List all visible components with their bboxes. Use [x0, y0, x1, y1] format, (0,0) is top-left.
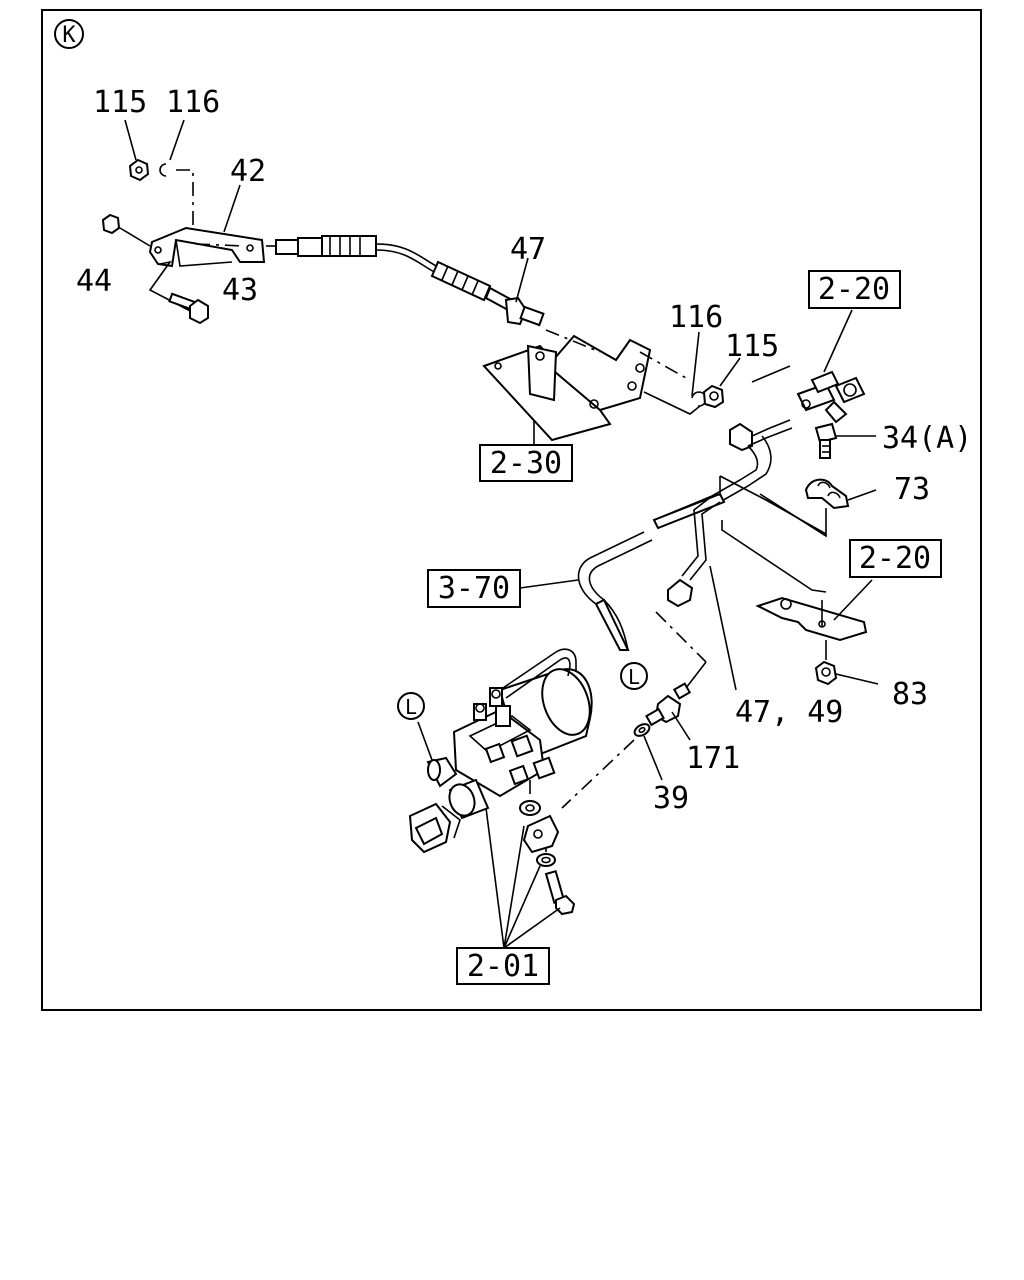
connector-l-left-letter: L — [405, 695, 417, 719]
bracket-group — [101, 119, 266, 325]
callout-116-right: 116 — [669, 300, 723, 335]
ref-2-30: 2-30 — [490, 446, 562, 481]
clip-73 — [759, 478, 877, 538]
mount-bracket — [482, 329, 701, 452]
callout-73: 73 — [894, 472, 930, 507]
callout-47-49: 47, 49 — [735, 695, 843, 730]
ref-2-20-upper: 2-20 — [818, 272, 890, 307]
callout-115-right: 115 — [725, 329, 779, 364]
ref-box-2-01: 2-01 — [456, 947, 550, 985]
ref-2-01: 2-01 — [467, 949, 539, 984]
bolt-34a — [814, 422, 876, 459]
ref-2-20-lower: 2-20 — [859, 541, 931, 576]
ref-box-2-30: 2-30 — [479, 444, 573, 482]
cable-assembly — [266, 235, 545, 327]
bracket-plate — [755, 579, 879, 686]
callout-171: 171 — [686, 741, 740, 776]
callout-116-left: 116 — [166, 85, 220, 120]
callout-47: 47 — [510, 232, 546, 267]
valve-assembly — [408, 648, 593, 949]
connector-l-top-letter: L — [628, 665, 640, 689]
callout-39: 39 — [653, 781, 689, 816]
callout-44: 44 — [76, 264, 112, 299]
section-mark: K — [54, 19, 84, 49]
ref-box-3-70: 3-70 — [427, 569, 521, 608]
callout-43: 43 — [222, 273, 258, 308]
callout-115-left: 115 — [93, 85, 147, 120]
connector-l-top: L — [620, 662, 648, 690]
ref-box-2-20-upper: 2-20 — [808, 270, 901, 309]
fitting-171 — [561, 682, 692, 809]
diagram-frame — [41, 9, 982, 1011]
brake-pipes — [577, 419, 827, 691]
ref-3-70: 3-70 — [438, 571, 510, 606]
connector-l-left: L — [397, 692, 425, 720]
clip-nut-right — [691, 331, 741, 409]
callout-34a: 34(A) — [882, 421, 972, 456]
section-mark-letter: K — [62, 23, 76, 48]
ref-box-2-20-lower: 2-20 — [849, 539, 942, 578]
callout-42: 42 — [230, 154, 266, 189]
callout-83: 83 — [892, 677, 928, 712]
tee-fitting — [751, 309, 866, 424]
